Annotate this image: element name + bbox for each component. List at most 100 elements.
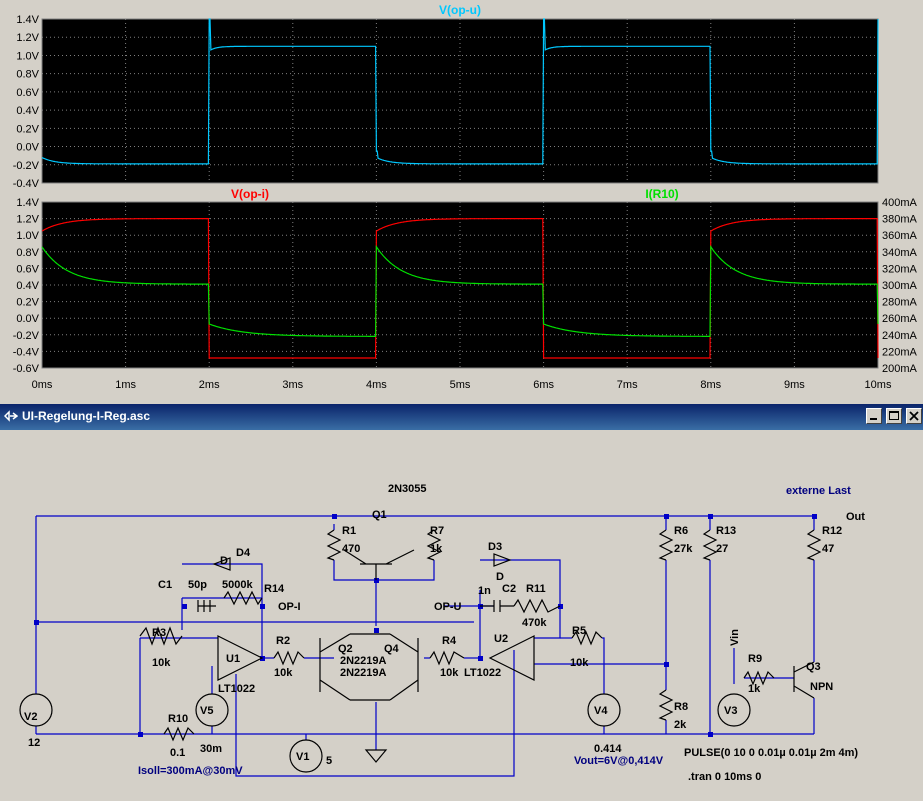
y-tick-label: 1.0V [16,50,39,62]
y-tick-label: 1.4V [16,197,39,209]
label-u1-model: LT1022 [218,683,255,695]
label-q1: Q1 [372,509,387,521]
label-d4: D4 [236,547,251,559]
y-tick-label: -0.2V [13,160,40,172]
label-q3: Q3 [806,661,821,673]
bottom-y-ticks-right: 400mA380mA360mA340mA320mA300mA280mA260mA… [882,197,918,375]
label-c2: C2 [502,583,516,595]
label-r14: R14 [264,583,285,595]
y-tick-label: 400mA [882,197,918,209]
label-d3-type: D [496,571,504,583]
label-u2: U2 [494,633,508,645]
y-tick-label: 280mA [882,297,918,309]
y-tick-label: -0.6V [13,363,40,375]
trace-vopu[interactable] [41,18,879,165]
label-r11-val: 470k [522,617,547,629]
x-tick-label: 7ms [617,379,638,391]
x-tick-label: 8ms [700,379,721,391]
label-pulse: PULSE(0 10 0 0.01µ 0.01µ 2m 4m) [684,747,858,759]
label-out: Out [846,511,865,523]
label-q2-model: 2N2219A [340,655,387,667]
y-tick-label: 1.4V [16,14,39,26]
label-tran: .tran 0 10ms 0 [688,771,761,783]
trace-label-vopi[interactable]: V(op-i) [231,187,269,201]
label-externe-last: externe Last [786,485,851,497]
y-tick-label: 0.2V [16,123,39,135]
x-tick-label: 1ms [115,379,136,391]
label-vout: Vout=6V@0,414V [574,755,664,767]
schematic-window[interactable]: UI-Regelung-I-Reg.asc [0,404,923,796]
x-tick-label: 9ms [784,379,805,391]
label-v4: V4 [594,705,608,717]
label-r14-val: 5000k [222,579,253,591]
label-v5-val: 30m [200,743,222,755]
y-tick-label: 0.0V [16,142,39,154]
maximize-icon [889,411,899,420]
label-r4-val: 10k [440,667,459,679]
label-q2: Q2 [338,643,353,655]
label-u1: U1 [226,653,240,665]
trace-vopi[interactable] [41,218,879,359]
label-r7-val: 1k [430,543,443,555]
label-c1-val: 50p [188,579,207,591]
y-tick-label: 320mA [882,263,918,275]
close-button[interactable] [906,408,922,424]
y-tick-label: 200mA [882,363,918,375]
label-c1: C1 [158,579,172,591]
transistor-symbols [319,549,815,701]
y-tick-label: -0.4V [13,346,40,358]
x-tick-label: 10ms [865,379,892,391]
minimize-button[interactable] [866,408,882,424]
label-r5: R5 [572,625,586,637]
label-q4-model: 2N2219A [340,667,387,679]
label-r5-val: 10k [570,657,589,669]
ltspice-icon [4,410,18,422]
y-tick-label: 0.2V [16,297,39,309]
label-d3: D3 [488,541,502,553]
y-tick-label: 380mA [882,214,918,226]
label-r10: R10 [168,713,188,725]
label-r11: R11 [526,583,546,595]
trace-label-ir10[interactable]: I(R10) [645,187,678,201]
y-tick-label: 360mA [882,230,918,242]
label-q4: Q4 [384,643,400,655]
window-titlebar[interactable]: UI-Regelung-I-Reg.asc [0,404,923,430]
label-r6-val: 27k [674,543,693,555]
label-c2-val: 1n [478,585,491,597]
opamp-symbols [217,635,535,681]
label-v4-val: 0.414 [594,743,622,755]
label-v2-val: 12 [28,737,40,749]
label-r12-val: 47 [822,543,834,555]
y-tick-label: 0.6V [16,263,39,275]
label-r6: R6 [674,525,688,537]
junctions [34,514,817,737]
bottom-y-ticks-left: 1.4V1.2V1.0V0.8V0.6V0.4V0.2V0.0V-0.2V-0.… [13,197,40,375]
y-tick-label: 240mA [882,330,918,342]
label-r9-val: 1k [748,683,761,695]
label-op-u: OP-U [434,601,462,613]
window-title: UI-Regelung-I-Reg.asc [22,409,151,423]
wires [35,515,815,777]
x-tick-label: 5ms [450,379,471,391]
schematic-canvas[interactable]: externe Last Out Q1 2N3055 R1 470 R7 1k … [4,430,923,796]
y-tick-label: 340mA [882,247,918,259]
capacitor-symbols [197,600,514,612]
diode-symbols [212,553,512,571]
x-tick-label: 2ms [199,379,220,391]
label-r2-val: 10k [274,667,293,679]
y-tick-label: 0.0V [16,313,39,325]
y-tick-label: 1.2V [16,214,39,226]
trace-ir10[interactable] [41,244,879,337]
label-vin: Vin [729,629,741,646]
close-icon [909,411,919,421]
label-r13-val: 27 [716,543,728,555]
y-tick-label: 0.8V [16,69,39,81]
y-tick-label: -0.2V [13,330,40,342]
label-r1-val: 470 [342,543,360,555]
maximize-button[interactable] [886,408,902,424]
trace-label-vopu[interactable]: V(op-u) [439,3,481,17]
label-r2: R2 [276,635,290,647]
label-q1-model: 2N3055 [388,483,427,495]
